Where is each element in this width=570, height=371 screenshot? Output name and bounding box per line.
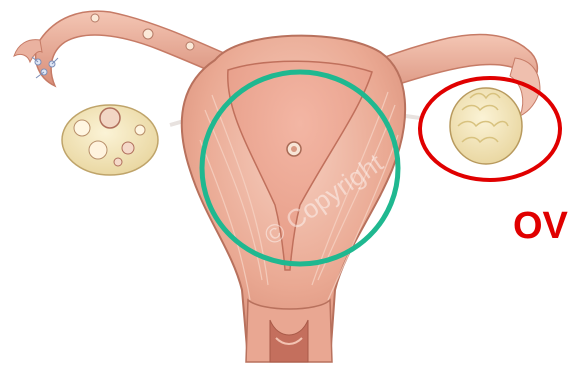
ovary-left — [62, 105, 158, 175]
ovary-right — [450, 88, 522, 164]
ovary-annotation-label: OV — [513, 207, 570, 245]
